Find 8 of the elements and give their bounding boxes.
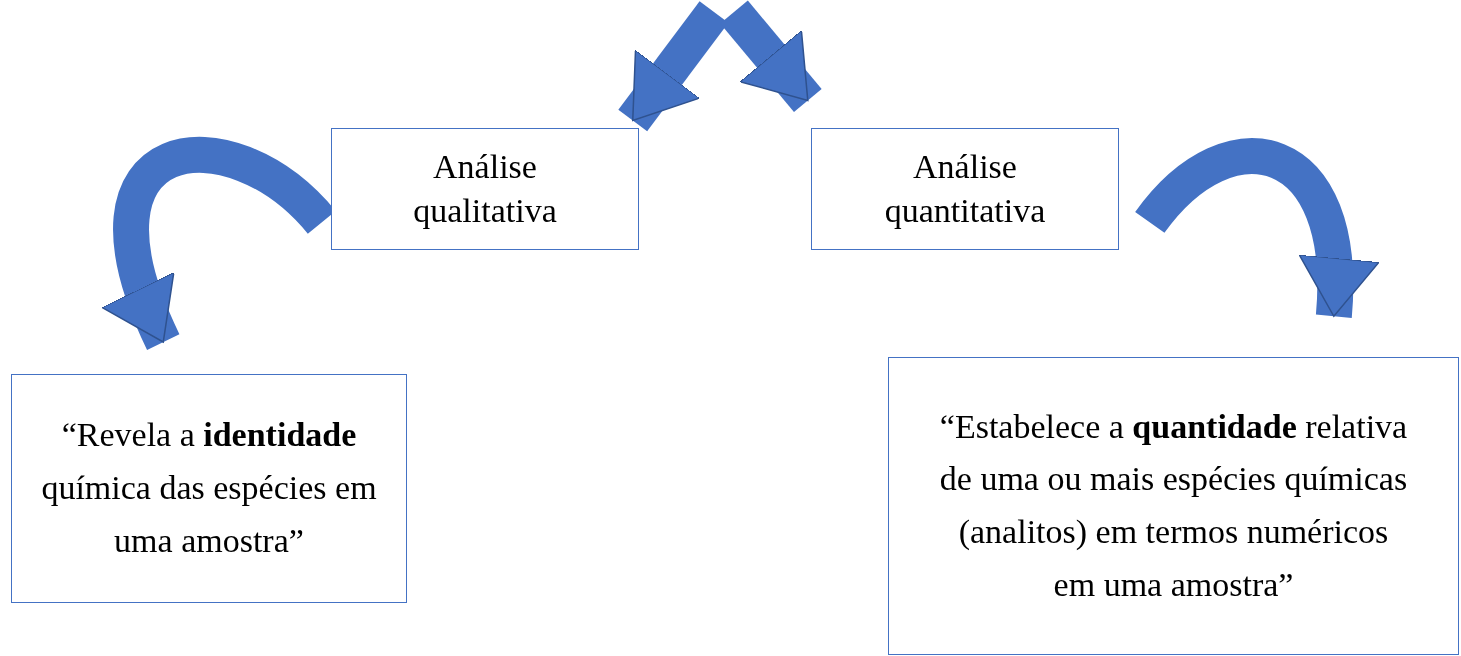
box-text: “Revela a identidade química das espécies em uma amostra” xyxy=(40,415,378,561)
box-text: “Estabelece a quantidade relativa de uma ou mais espécies químicas (analitos) em termos numéricos em uma amostra” xyxy=(938,406,1409,605)
text-box xyxy=(888,357,1459,655)
text-box xyxy=(331,128,639,250)
text-box xyxy=(11,374,407,603)
box-text: Análise qualitativa xyxy=(412,146,558,231)
box-text: Análise quantitativa xyxy=(883,146,1047,231)
text-box xyxy=(811,128,1119,250)
